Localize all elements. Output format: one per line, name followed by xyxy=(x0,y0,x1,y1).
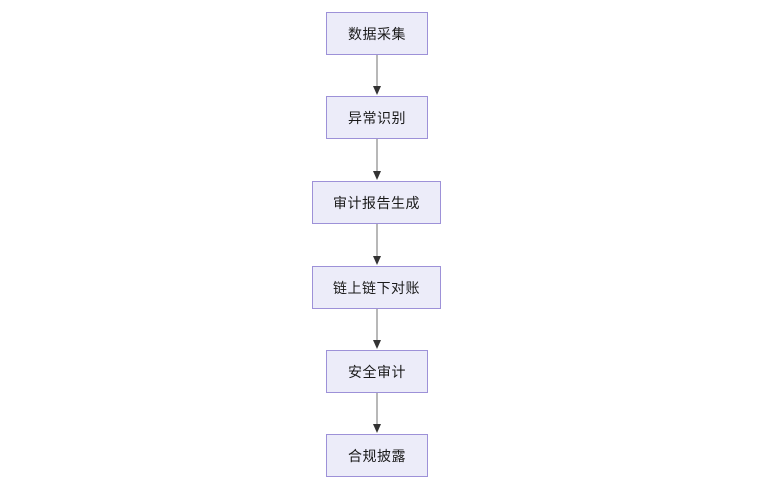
flow-node-label: 数据采集 xyxy=(348,25,406,42)
flow-node-label: 审计报告生成 xyxy=(333,194,420,211)
connector-n5-n6 xyxy=(370,393,384,434)
connector-n2-n3 xyxy=(370,139,384,181)
flow-node-security-audit[interactable]: 安全审计 xyxy=(326,350,428,393)
flow-node-compliance-disclosure[interactable]: 合规披露 xyxy=(326,434,428,477)
connector-n3-n4 xyxy=(370,224,384,266)
flow-node-label: 链上链下对账 xyxy=(333,279,420,296)
flow-node-label: 异常识别 xyxy=(348,109,406,126)
connector-n1-n2 xyxy=(370,55,384,96)
flow-node-label: 安全审计 xyxy=(348,363,406,380)
flow-node-label: 合规披露 xyxy=(348,447,406,464)
flow-node-onchain-offchain-reconciliation[interactable]: 链上链下对账 xyxy=(312,266,441,309)
flow-node-audit-report-generation[interactable]: 审计报告生成 xyxy=(312,181,441,224)
connector-n4-n5 xyxy=(370,309,384,350)
flow-node-data-collection[interactable]: 数据采集 xyxy=(326,12,428,55)
flow-node-anomaly-detection[interactable]: 异常识别 xyxy=(326,96,428,139)
